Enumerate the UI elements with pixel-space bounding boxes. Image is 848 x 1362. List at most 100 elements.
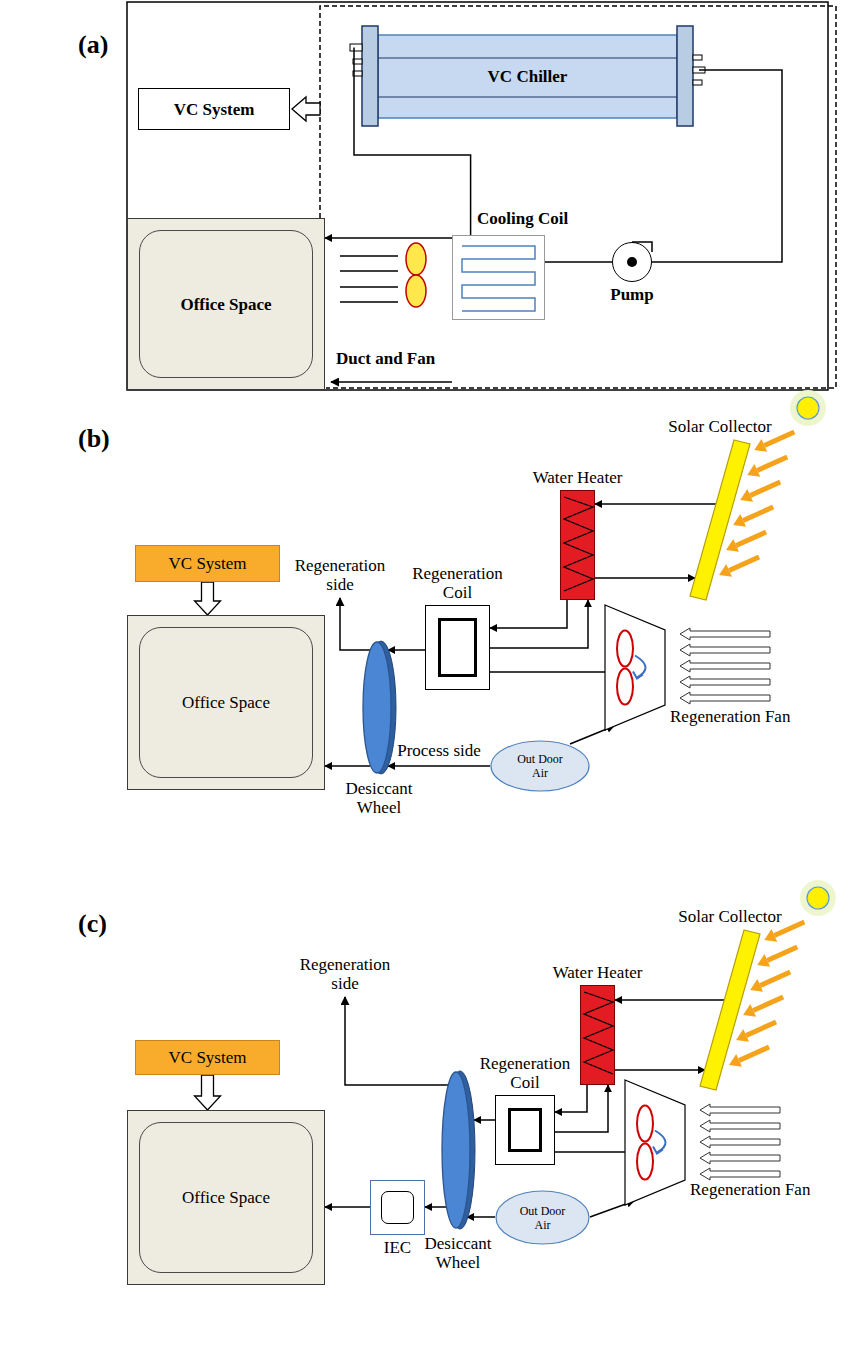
cooling-coil: Cooling Coil <box>452 235 545 320</box>
node-label: Cooling Coil <box>477 209 568 228</box>
node-label: Desiccant Wheel <box>418 1234 498 1272</box>
flow-connector <box>555 1151 625 1153</box>
solar-collector: Solar Collector <box>690 440 750 600</box>
flow-connector <box>490 671 605 673</box>
panel-frame <box>127 2 828 390</box>
flow-connector <box>595 503 716 505</box>
chiller-port <box>693 55 702 60</box>
inlet-air-arrow <box>680 644 770 656</box>
wheel-disc <box>441 1070 475 1230</box>
flow-connector <box>615 999 724 1001</box>
node-label: Regeneration Coil <box>470 1054 580 1092</box>
flow-connector <box>388 649 425 651</box>
flow-connector <box>595 577 695 579</box>
desiccant-wheel: Desiccant Wheel <box>441 1070 475 1230</box>
chiller-tube <box>378 96 677 97</box>
fan-housing <box>625 1080 685 1205</box>
node-label: Office Space <box>182 693 270 712</box>
coil-inner-square <box>438 618 477 677</box>
node-label: VC System <box>169 554 247 573</box>
inlet-air-arrow <box>700 1104 780 1116</box>
node-label: IEC <box>384 1238 411 1257</box>
hollow-arrow <box>195 1075 221 1110</box>
node-label: Desiccant Wheel <box>339 779 419 817</box>
exhaust-arrow <box>340 598 370 650</box>
chiller-box: VC Chiller <box>378 35 677 118</box>
heater-coil <box>581 986 614 1084</box>
system-box: VC System <box>135 1040 280 1075</box>
office-space: Office Space <box>127 615 325 790</box>
panel-frame <box>127 2 836 390</box>
system-box: VC System <box>138 88 290 130</box>
heater-coil <box>564 497 593 591</box>
inlet-air-arrow <box>700 1168 780 1180</box>
fan-housing <box>625 1080 685 1205</box>
node-label: Solar Collector <box>678 907 781 926</box>
chiller-head <box>362 26 378 126</box>
node-label: Regeneration Coil <box>403 564 513 602</box>
wheel-disc <box>362 640 396 775</box>
wheel-face <box>363 642 391 773</box>
office-space: Office Space <box>127 218 325 390</box>
edge-label: Process side <box>395 741 483 760</box>
rotation-arrow <box>655 1131 666 1153</box>
iec-inner-outline <box>381 1191 414 1224</box>
node-label: Regeneration Fan <box>690 1180 810 1199</box>
coil-tubes <box>462 246 535 311</box>
wheel-face <box>442 1072 470 1228</box>
rotation-arrow <box>653 1147 663 1154</box>
sunlight-arrow <box>726 539 739 552</box>
sunlight-arrow <box>757 954 770 967</box>
sunlight-arrow <box>736 1029 749 1042</box>
duct-line <box>340 256 398 302</box>
sunlight-arrow <box>750 979 763 992</box>
system-boundary <box>320 6 836 388</box>
office-space: Office Space <box>127 1110 325 1285</box>
water-heater: Water Heater <box>580 985 615 1085</box>
sunlight-arrow <box>767 947 797 960</box>
flow-connector <box>325 1206 370 1208</box>
flow-connector <box>325 237 452 239</box>
chiller-tube <box>378 57 677 58</box>
pump-volute <box>632 242 652 252</box>
node-label: Office Space <box>180 295 271 314</box>
system-box: VC System <box>135 545 280 582</box>
rotation-arrow <box>633 672 643 679</box>
duct-line <box>331 381 452 383</box>
flow-connector <box>490 600 567 628</box>
sun-glow <box>800 880 836 916</box>
fan-blade <box>637 1106 653 1142</box>
sunlight-arrow <box>733 514 746 527</box>
fan-housing <box>605 605 665 730</box>
sunlight-arrow <box>754 439 767 452</box>
desiccant-wheel: Desiccant Wheel <box>362 640 396 775</box>
flow-connector <box>325 765 370 767</box>
heater-coil <box>584 992 613 1074</box>
node-label: Out Door Air <box>514 752 566 780</box>
node-label: Solar Collector <box>668 417 771 436</box>
sunlight-arrow <box>764 929 777 942</box>
air-bubble <box>496 1191 589 1244</box>
hollow-arrow <box>292 97 320 121</box>
node-label: Out Door Air <box>517 1204 569 1232</box>
sunlight-arrow <box>753 997 783 1010</box>
sunlight-arrow <box>719 564 732 577</box>
sun <box>797 397 819 419</box>
fan-blade <box>637 1144 653 1180</box>
chiller-port <box>350 44 362 51</box>
repeated-arrows <box>680 432 804 1180</box>
outdoor-air: Out Door Air <box>495 1190 590 1245</box>
inlet-air-arrow <box>700 1152 780 1164</box>
node-label: Regeneration Fan <box>670 707 790 726</box>
fan-housing <box>605 605 665 730</box>
sunlight-arrow <box>750 482 780 495</box>
pump-symbol: Pump <box>612 242 652 282</box>
inlet-air-arrow <box>680 676 770 688</box>
flow-connector <box>555 1085 587 1112</box>
collector-panel <box>700 930 760 1090</box>
collector-panel <box>690 440 750 600</box>
flow-connector <box>474 1119 495 1121</box>
flow-connector <box>545 261 612 263</box>
chiller-drawing <box>350 26 705 126</box>
